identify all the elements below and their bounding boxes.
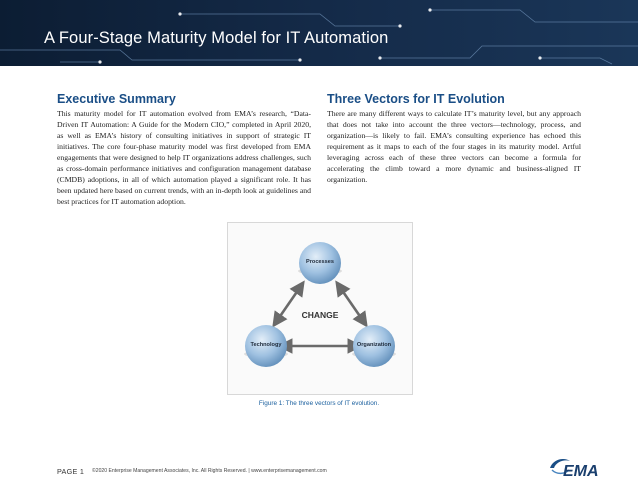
technology-node [245, 325, 287, 367]
ema-logo: EMA [550, 459, 599, 480]
processes-label: Processes [306, 259, 334, 265]
page-title: A Four-Stage Maturity Model for IT Autom… [44, 29, 389, 47]
processes-node [299, 242, 341, 284]
figure-caption: Figure 1: The three vectors of IT evolut… [258, 400, 380, 407]
technology-label: Technology [250, 342, 282, 348]
page-number: PAGE 1 [57, 467, 85, 476]
circuit-decoration [0, 8, 638, 65]
organization-label: Organization [356, 342, 392, 348]
change-label: CHANGE [301, 310, 339, 320]
three-vectors-figure: Processes Technology Organization CHANGE [227, 222, 413, 395]
arrow-processes-organization [335, 280, 368, 328]
organization-node [353, 325, 395, 367]
arrow-processes-technology [272, 280, 305, 328]
vectors-diagram [244, 242, 396, 367]
logo-text: EMA [563, 463, 599, 480]
header-banner: A Four-Stage Maturity Model for IT Autom… [0, 0, 638, 66]
copyright-text: ©2020 Enterprise Management Associates, … [92, 468, 327, 474]
three-vectors-heading: Three Vectors for IT Evolution [327, 92, 505, 106]
three-vectors-body: There are many different ways to calcula… [327, 109, 581, 185]
executive-summary-heading: Executive Summary [57, 92, 176, 106]
executive-summary-body: This maturity model for IT automation ev… [57, 109, 311, 207]
